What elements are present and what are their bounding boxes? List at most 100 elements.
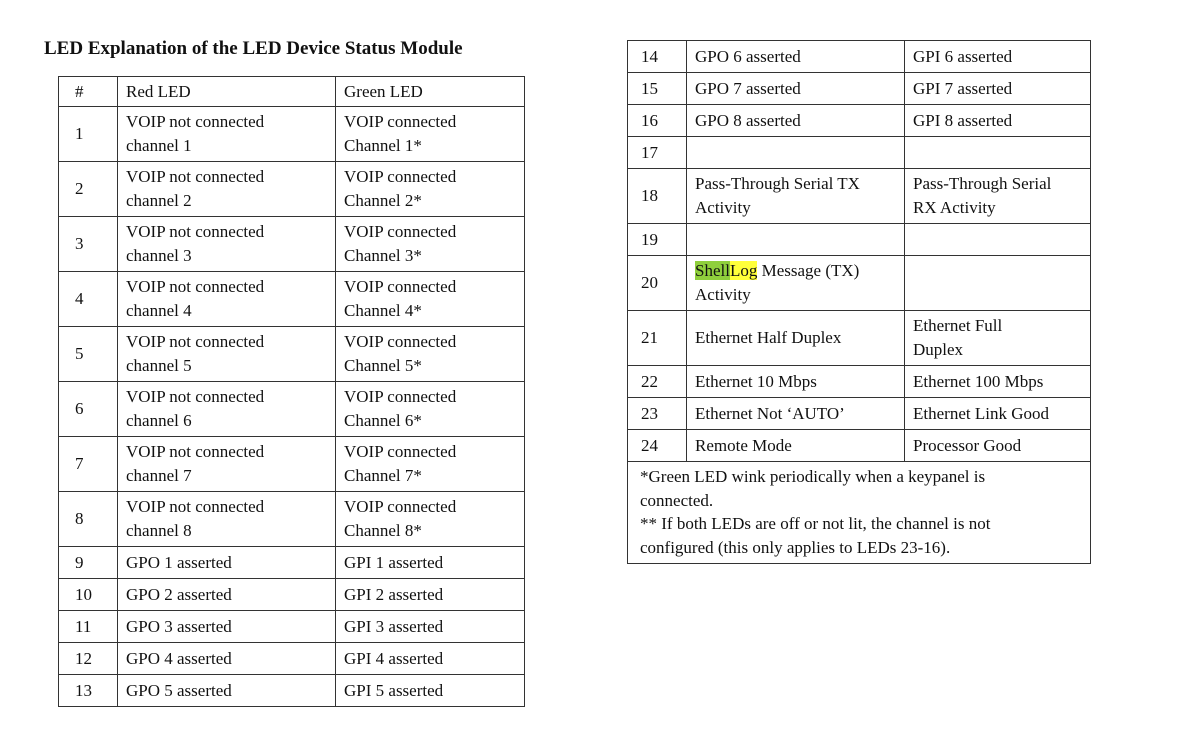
red-led-cell-line: Ethernet 10 Mbps	[695, 371, 817, 391]
header-red-led: Red LED	[117, 76, 336, 107]
green-led-cell-line: GPI 2 asserted	[344, 584, 444, 604]
led-number: 24	[627, 429, 687, 462]
red-led-cell: GPO 3 asserted	[117, 610, 336, 643]
green-led-cell: GPI 8 asserted	[904, 104, 1091, 137]
red-led-cell-line: VOIP not connected	[126, 112, 265, 131]
page-title: LED Explanation of the LED Device Status…	[44, 38, 463, 59]
red-led-cell-line: VOIP not connected	[126, 167, 265, 186]
led-number: 1	[58, 106, 118, 162]
red-led-cell-line: channel 3	[126, 246, 192, 265]
red-led-cell-line: GPO 2 asserted	[126, 584, 232, 604]
red-led-cell-line: VOIP not connected	[126, 332, 265, 351]
led-number: 5	[58, 326, 118, 382]
green-led-cell-line: Channel 1*	[344, 136, 422, 155]
green-led-cell: GPI 4 asserted	[335, 642, 525, 675]
red-led-cell-line: VOIP not connected	[126, 442, 265, 461]
table-row: 1 VOIP not connected channel 1 VOIP connect…	[58, 106, 525, 162]
led-number: 13	[58, 674, 118, 707]
table-row: 13 GPO 5 asserted GPI 5 asserted	[58, 674, 525, 707]
green-led-cell-line: Channel 6*	[344, 411, 422, 430]
green-led-cell	[904, 223, 1091, 256]
led-number: 23	[627, 397, 687, 430]
green-led-cell-line: VOIP connected	[344, 332, 457, 351]
led-number: 22	[627, 365, 687, 398]
green-led-cell-line: Channel 4*	[344, 301, 422, 320]
green-led-cell: Processor Good	[904, 429, 1091, 462]
red-led-cell-line: channel 8	[126, 521, 192, 540]
green-led-cell-line: VOIP connected	[344, 442, 457, 461]
led-number: 3	[58, 216, 118, 272]
led-number: 2	[58, 161, 118, 217]
red-led-cell: GPO 4 asserted	[117, 642, 336, 675]
table-row: 17	[627, 136, 1091, 169]
red-led-cell: VOIP not connected channel 3	[117, 216, 336, 272]
red-led-cell: Ethernet Half Duplex	[686, 310, 905, 366]
green-led-cell-line: VOIP connected	[344, 112, 457, 131]
red-led-cell: GPO 1 asserted	[117, 546, 336, 579]
green-led-cell-line: Channel 5*	[344, 356, 422, 375]
red-led-cell-line: channel 1	[126, 136, 192, 155]
led-number: 18	[627, 168, 687, 224]
green-led-cell-line: GPI 8 asserted	[913, 110, 1013, 130]
red-led-cell: Ethernet 10 Mbps	[686, 365, 905, 398]
red-led-cell-line: channel 4	[126, 301, 192, 320]
red-led-cell-line: GPO 7 asserted	[695, 78, 801, 98]
green-led-cell-line: Ethernet Link Good	[913, 403, 1049, 423]
green-led-cell	[904, 136, 1091, 169]
green-led-cell: GPI 1 asserted	[335, 546, 525, 579]
red-led-cell-line: VOIP not connected	[126, 222, 265, 241]
red-led-cell-line: GPO 6 asserted	[695, 46, 801, 66]
red-led-cell: VOIP not connected channel 2	[117, 161, 336, 217]
green-led-cell-line: GPI 1 asserted	[344, 552, 444, 572]
led-number: 11	[58, 610, 118, 643]
green-led-cell-line: VOIP connected	[344, 167, 457, 186]
green-led-cell: GPI 5 asserted	[335, 674, 525, 707]
header-num: #	[58, 76, 118, 107]
green-led-cell: Ethernet 100 Mbps	[904, 365, 1091, 398]
green-led-cell-line: Channel 8*	[344, 521, 422, 540]
footnote-line: configured (this only applies to LEDs 23…	[640, 537, 951, 557]
red-led-cell: GPO 6 asserted	[686, 40, 905, 73]
green-led-cell-line: RX Activity	[913, 198, 996, 217]
green-led-cell-line: Ethernet Full	[913, 316, 1003, 335]
notes-row: *Green LED wink periodically when a keyp…	[627, 461, 1091, 564]
footnote-line: *Green LED wink periodically when a keyp…	[640, 467, 986, 486]
green-led-cell-line: Ethernet 100 Mbps	[913, 371, 1044, 391]
led-number: 17	[627, 136, 687, 169]
red-led-cell-line: channel 7	[126, 466, 192, 485]
highlighted-word: Log	[729, 261, 758, 280]
led-number: 9	[58, 546, 118, 579]
red-led-cell: Remote Mode	[686, 429, 905, 462]
red-led-cell-line: channel 2	[126, 191, 192, 210]
led-number: 4	[58, 271, 118, 327]
red-led-cell: Ethernet Not ‘AUTO’	[686, 397, 905, 430]
red-led-cell: GPO 2 asserted	[117, 578, 336, 611]
red-led-cell-line: GPO 5 asserted	[126, 680, 232, 700]
green-led-cell-line: VOIP connected	[344, 387, 457, 406]
footnotes: *Green LED wink periodically when a keyp…	[627, 461, 1091, 564]
footnote-line: connected.	[640, 490, 714, 510]
red-led-cell: VOIP not connected channel 7	[117, 436, 336, 492]
green-led-cell-line: GPI 6 asserted	[913, 46, 1013, 66]
led-number: 16	[627, 104, 687, 137]
red-led-cell	[686, 136, 905, 169]
